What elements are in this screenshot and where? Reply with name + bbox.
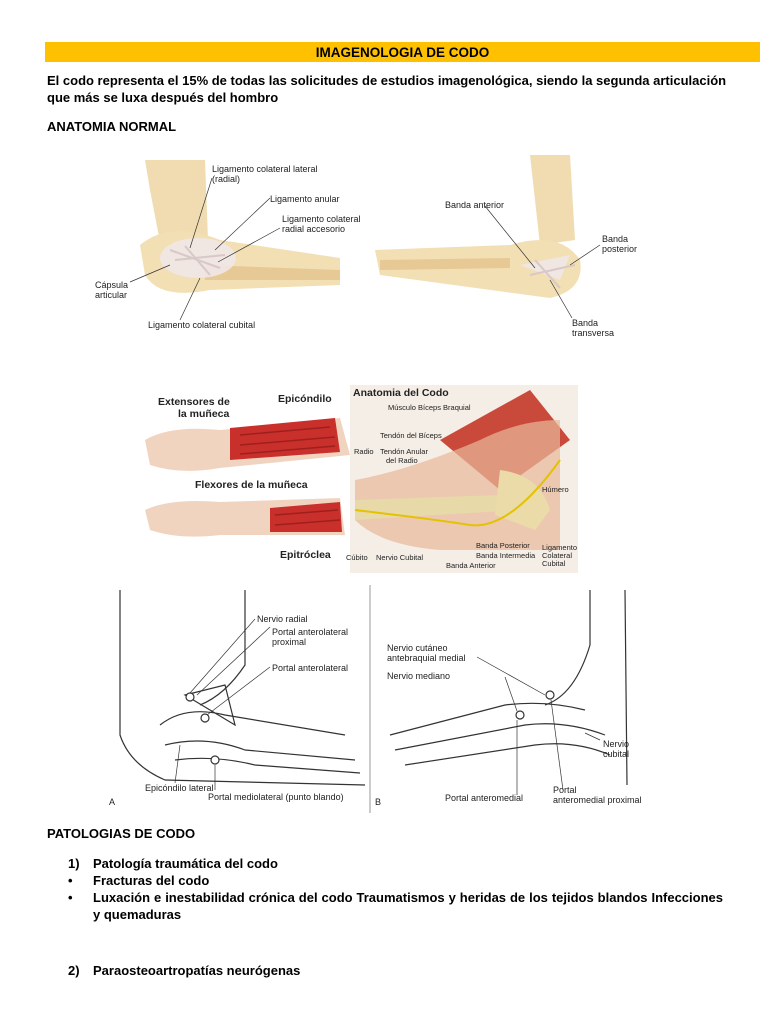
leader-lines	[129, 177, 601, 321]
elbow-anatomy-drawing	[350, 385, 578, 573]
label-cubito: Cúbito	[346, 553, 368, 562]
flexor-arm-drawing	[145, 498, 345, 537]
list-item: 2) Paraosteoartropatías neurógenas	[68, 962, 723, 979]
label-cubital: Ligamento colateral cubital	[148, 320, 255, 330]
list-item: • Luxación e inestabilidad crónica del c…	[68, 889, 723, 923]
label-anular: Ligamento anular	[270, 194, 340, 204]
list-text: Fracturas del codo	[93, 873, 210, 888]
intro-paragraph: El codo representa el 15% de todas las s…	[47, 73, 727, 105]
label-epicondilo-lateral: Epicóndilo lateral	[145, 783, 214, 793]
pathology-list-2: 2) Paraosteoartropatías neurógenas	[68, 962, 723, 979]
label-humero: Húmero	[542, 485, 569, 494]
label-cutaneo-1: Nervio cutáneo	[387, 643, 448, 653]
muscle-anatomy-illustration: Extensores de la muñeca Epicóndilo Flexo…	[145, 385, 578, 573]
label-epitroclea: Epitróclea	[280, 549, 331, 561]
list-marker: 1)	[68, 856, 80, 871]
label-lcl-radial: (radial)	[212, 174, 240, 184]
figure3-leader-lines	[174, 618, 601, 795]
list-text: Luxación e inestabilidad crónica del cod…	[93, 890, 723, 922]
arthroscopy-portals-illustration: Nervio radial Portal anterolateral proxi…	[109, 585, 642, 813]
list-marker: •	[68, 873, 73, 888]
label-banda-transversa-1: Banda	[572, 318, 598, 328]
label-anatomia-title: Anatomia del Codo	[353, 387, 449, 399]
label-nervio-cubital-2: cubital	[603, 749, 629, 759]
list-marker: 2)	[68, 963, 80, 978]
pathology-list: 1) Patología traumática del codo • Fract…	[68, 855, 723, 923]
label-portal-am: Portal anteromedial	[445, 793, 523, 803]
label-extensores-2: la muñeca	[178, 408, 230, 420]
label-capsula-1: Cápsula	[95, 280, 128, 290]
document-title-bar: IMAGENOLOGIA DE CODO	[45, 42, 760, 62]
label-portal-ml: Portal mediolateral (punto blando)	[208, 792, 344, 802]
anatomy-heading: ANATOMIA NORMAL	[47, 119, 177, 134]
pathology-heading: PATOLOGIAS DE CODO	[47, 826, 196, 841]
label-tendon: Tendón del Bíceps	[380, 431, 442, 440]
label-a: A	[109, 797, 115, 807]
label-portal-amp-1: Portal	[553, 785, 577, 795]
label-banda-intermedia: Banda Intermedia	[476, 551, 536, 560]
label-portal-alp-1: Portal anterolateral	[272, 627, 348, 637]
document-title: IMAGENOLOGIA DE CODO	[315, 44, 490, 60]
list-text: Paraosteoartropatías neurógenas	[93, 963, 301, 978]
label-anular-2: del Radio	[386, 456, 418, 465]
label-banda-anterior: Banda Anterior	[446, 561, 496, 570]
label-portal-amp-2: anteromedial proximal	[553, 795, 642, 805]
label-ligamento-3: Cubital	[542, 559, 566, 568]
label-accesorio-2: radial accesorio	[282, 224, 345, 234]
extensor-arm-drawing	[145, 418, 350, 471]
medial-elbow-drawing	[375, 155, 581, 298]
list-item: • Fracturas del codo	[68, 872, 723, 889]
label-b: B	[375, 797, 381, 807]
line-drawing-a	[119, 590, 366, 786]
label-ligamento-1: Ligamento	[542, 543, 577, 552]
label-banda-anterior: Banda anterior	[445, 200, 504, 210]
label-banda-transversa-2: transversa	[572, 328, 614, 338]
label-banda-posterior-2: posterior	[602, 244, 637, 254]
label-capsula-2: articular	[95, 290, 127, 300]
label-epicondilo: Epicóndilo	[278, 393, 332, 405]
label-nervio-radial: Nervio radial	[257, 614, 308, 624]
list-marker: •	[68, 890, 73, 905]
label-extensores-1: Extensores de	[158, 396, 230, 408]
label-anular-1: Tendón Anular	[380, 447, 428, 456]
portal-markers	[185, 690, 555, 765]
label-accesorio-1: Ligamento colateral	[282, 214, 361, 224]
label-lcl: Ligamento colateral lateral	[212, 164, 318, 174]
list-text: Patología traumática del codo	[93, 856, 278, 871]
label-banda-posterior-1: Banda	[602, 234, 628, 244]
label-nervio-cubital-1: Nervio	[603, 739, 629, 749]
ligament-illustration: Ligamento colateral lateral (radial) Lig…	[95, 155, 637, 338]
label-biceps: Músculo Bíceps Braquial	[388, 403, 471, 412]
label-nervio-mediano: Nervio mediano	[387, 671, 450, 681]
list-item: 1) Patología traumática del codo	[68, 855, 723, 872]
label-flexores: Flexores de la muñeca	[195, 479, 308, 491]
label-portal-alp-2: proximal	[272, 637, 306, 647]
label-cutaneo-2: antebraquial medial	[387, 653, 466, 663]
label-banda-posterior: Banda Posterior	[476, 541, 530, 550]
label-radio: Radio	[354, 447, 374, 456]
label-portal-al: Portal anterolateral	[272, 663, 348, 673]
label-ligamento-2: Colateral	[542, 551, 572, 560]
label-nervio-cubital: Nervio Cubital	[376, 553, 423, 562]
